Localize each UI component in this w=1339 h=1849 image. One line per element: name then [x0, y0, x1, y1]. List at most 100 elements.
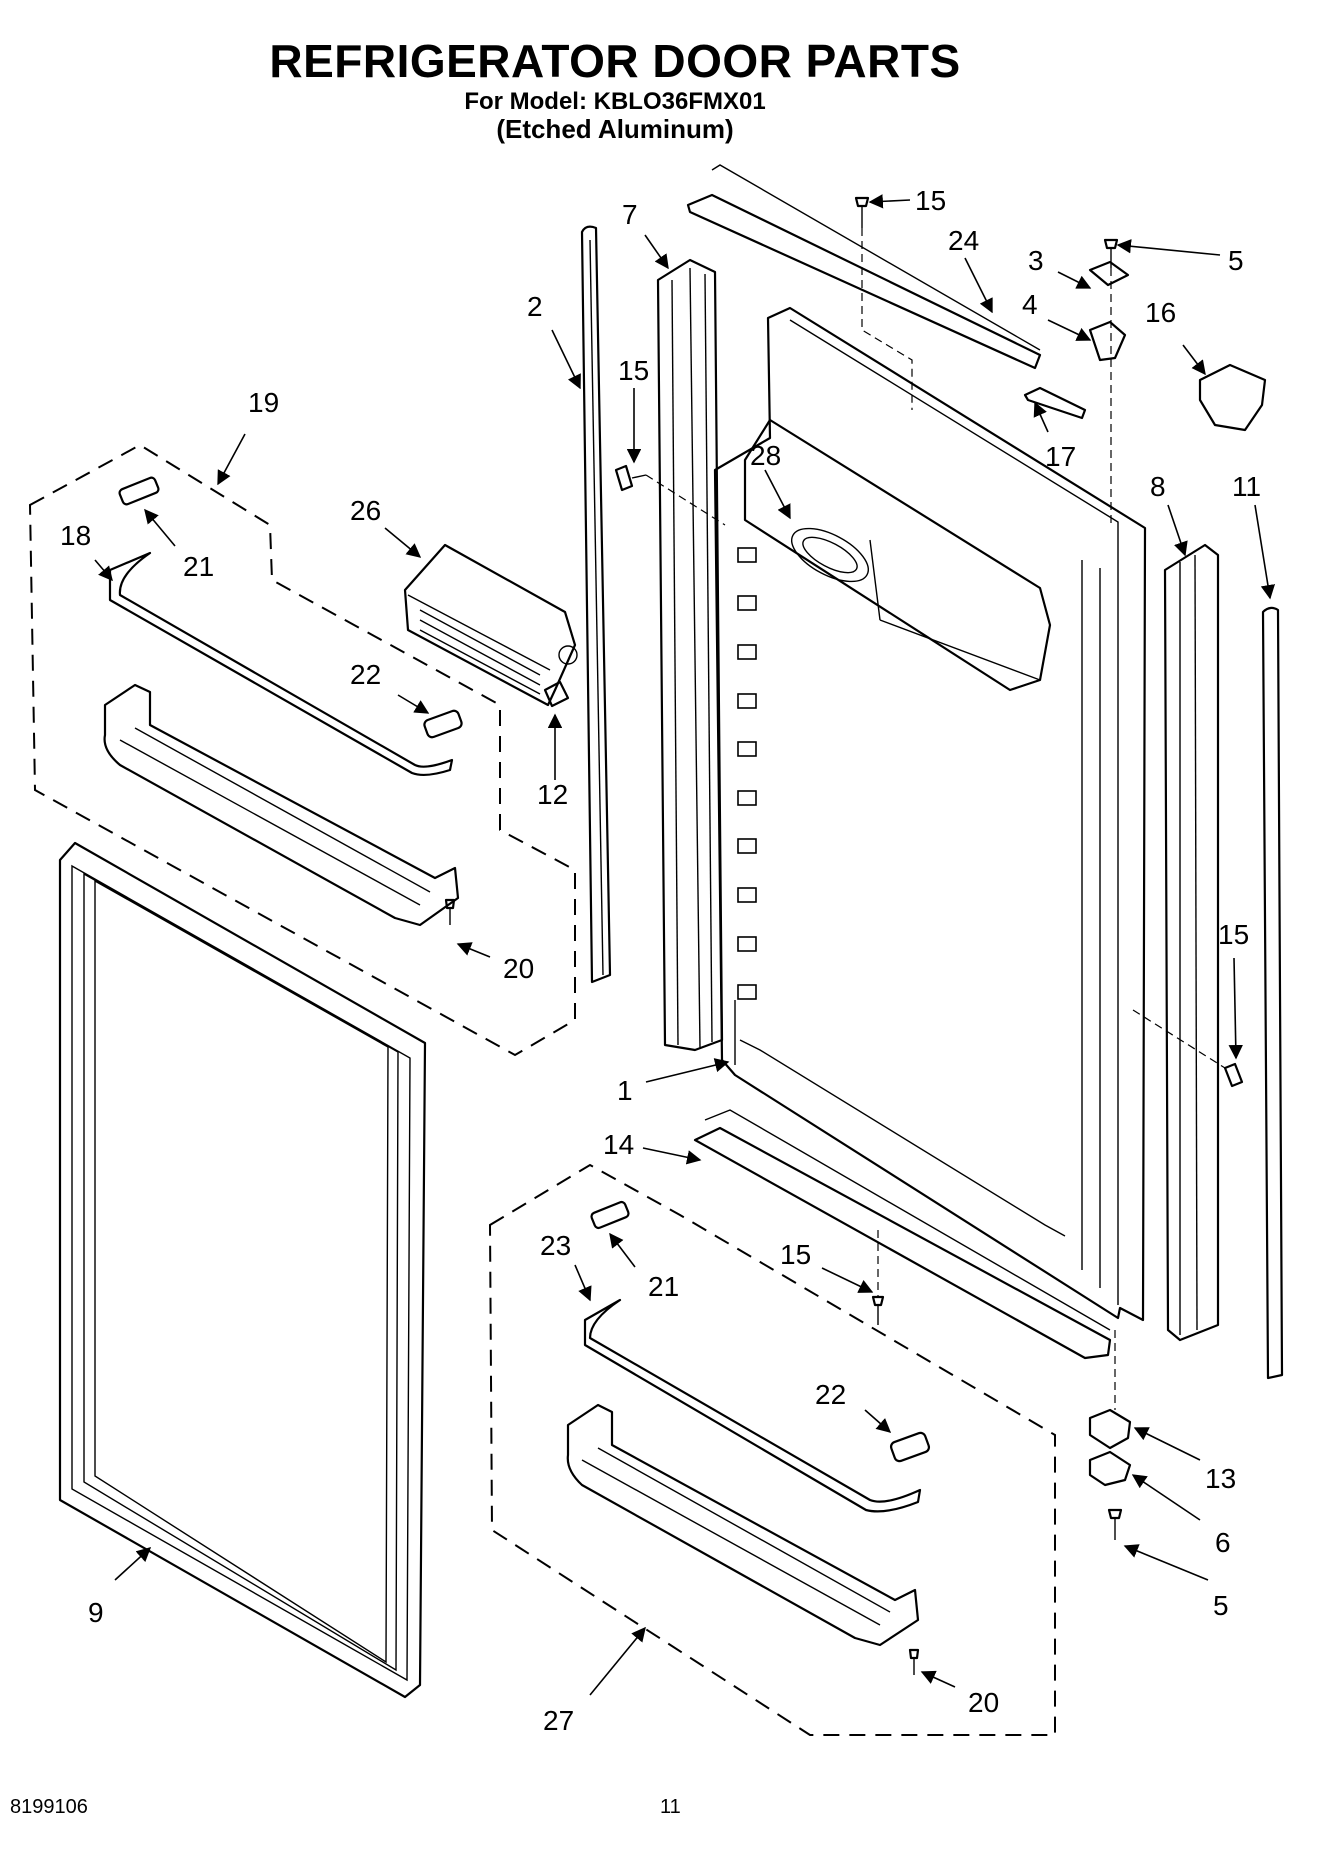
leader-16	[1182, 344, 1206, 376]
leader-27	[589, 1626, 646, 1696]
leader-19	[217, 433, 246, 486]
callout-28: 28	[750, 440, 781, 471]
shelf-bin-upper	[103, 683, 460, 927]
trim-strip-part-2	[580, 225, 612, 984]
screw-part-5-top	[1103, 238, 1119, 268]
callout-9: 9	[88, 1597, 104, 1628]
callout-1: 1	[617, 1075, 633, 1106]
door-liner-part-1	[713, 306, 1147, 1322]
leader-21-top	[144, 508, 176, 547]
end-cap-part-22-top	[423, 709, 463, 739]
screw-part-15-left	[614, 464, 647, 492]
screw-part-20-upper	[444, 898, 456, 925]
finish-subtitle: (Etched Aluminum)	[496, 114, 734, 144]
hinge-plate-part-13	[1088, 1408, 1132, 1450]
leader-18	[94, 559, 113, 582]
leader-1	[645, 1058, 730, 1083]
callout-22-bottom: 22	[815, 1379, 846, 1410]
screw-part-5-bottom	[1107, 1508, 1123, 1540]
hinge-plate-part-4	[1088, 320, 1127, 362]
callout-16: 16	[1145, 297, 1176, 328]
leader-5-top	[1116, 239, 1221, 256]
leader-2	[551, 329, 581, 390]
bin-cover-part-26	[403, 543, 578, 707]
leader-13	[1133, 1427, 1201, 1461]
callout-26: 26	[350, 495, 381, 526]
leader-22-top	[397, 694, 430, 714]
callout-7: 7	[622, 199, 638, 230]
leader-15-right	[1228, 957, 1243, 1060]
callout-4: 4	[1022, 289, 1038, 320]
callout-5-top: 5	[1228, 245, 1244, 276]
group-outline-27	[488, 1163, 1056, 1736]
leader-9	[114, 1547, 152, 1581]
callout-15-right: 15	[1218, 919, 1249, 950]
shelf-bar-part-23	[583, 1298, 922, 1513]
page-title: REFRIGERATOR DOOR PARTS	[269, 35, 961, 87]
hinge-part-6	[1088, 1450, 1132, 1487]
leader-11	[1254, 504, 1276, 600]
hinge-part-3	[1088, 260, 1130, 287]
leader-17	[1033, 401, 1049, 433]
callout-20-upper: 20	[503, 953, 534, 984]
trim-strip-part-11	[1261, 606, 1284, 1380]
leader-3	[1057, 271, 1092, 289]
callout-23: 23	[540, 1230, 571, 1261]
door-rail-part-7	[656, 258, 724, 1052]
leader-21-bottom	[609, 1232, 636, 1268]
screw-part-15-bottom	[871, 1295, 885, 1325]
leader-6	[1131, 1474, 1201, 1521]
bracket-part-16	[1198, 363, 1267, 432]
callout-21-bottom: 21	[648, 1271, 679, 1302]
callout-5-bottom: 5	[1213, 1590, 1229, 1621]
callout-20-lower: 20	[968, 1687, 999, 1718]
bin-pin-part-12	[543, 680, 570, 708]
callout-24: 24	[948, 225, 979, 256]
axis-left-screw	[645, 474, 726, 526]
leader-7	[644, 234, 669, 270]
leader-14	[642, 1147, 702, 1165]
shelf-studs	[737, 547, 757, 1000]
leader-8	[1167, 504, 1188, 557]
screw-part-20-lower	[908, 1648, 920, 1675]
shelf-bar-part-18	[108, 551, 454, 777]
callout-19: 19	[248, 387, 279, 418]
leader-26	[384, 527, 422, 558]
callout-8: 8	[1150, 471, 1166, 502]
screw-part-15-right	[1223, 1062, 1244, 1088]
callout-3: 3	[1028, 245, 1044, 276]
leader-15-top	[868, 194, 911, 209]
leader-5-bottom	[1123, 1544, 1209, 1581]
leader-15-bottom	[821, 1267, 874, 1293]
callout-15-bottom: 15	[780, 1239, 811, 1270]
top-cap-part-17	[1023, 386, 1087, 420]
top-bracket-part-24	[686, 164, 1042, 370]
callout-22-top: 22	[350, 659, 381, 690]
door-rail-part-8	[1163, 543, 1220, 1342]
leader-20-lower	[920, 1670, 956, 1688]
callout-6: 6	[1215, 1527, 1231, 1558]
leader-20-upper	[456, 942, 491, 958]
leader-28	[764, 469, 791, 520]
model-subtitle: For Model: KBLO36FMX01	[464, 88, 766, 115]
leader-22-bottom	[864, 1409, 892, 1433]
screw-part-15-top	[854, 196, 870, 228]
callout-27: 27	[543, 1705, 574, 1736]
callout-21-top: 21	[183, 551, 214, 582]
document-number: 8199106	[10, 1796, 88, 1818]
page-number: 11	[660, 1796, 681, 1818]
axis-right-screw	[1132, 1009, 1226, 1069]
leader-24	[964, 257, 993, 314]
bottom-bracket-part-14	[693, 1109, 1112, 1360]
callout-18: 18	[60, 520, 91, 551]
callout-13: 13	[1205, 1463, 1236, 1494]
leader-4	[1047, 319, 1092, 341]
callout-2: 2	[527, 291, 543, 322]
callout-12: 12	[537, 779, 568, 810]
shelf-bin-lower	[566, 1403, 920, 1647]
axis-top-screw	[861, 228, 913, 410]
end-cap-part-22-bottom	[889, 1431, 931, 1463]
end-cap-part-21-bottom	[590, 1200, 630, 1230]
callout-11: 11	[1232, 471, 1261, 502]
